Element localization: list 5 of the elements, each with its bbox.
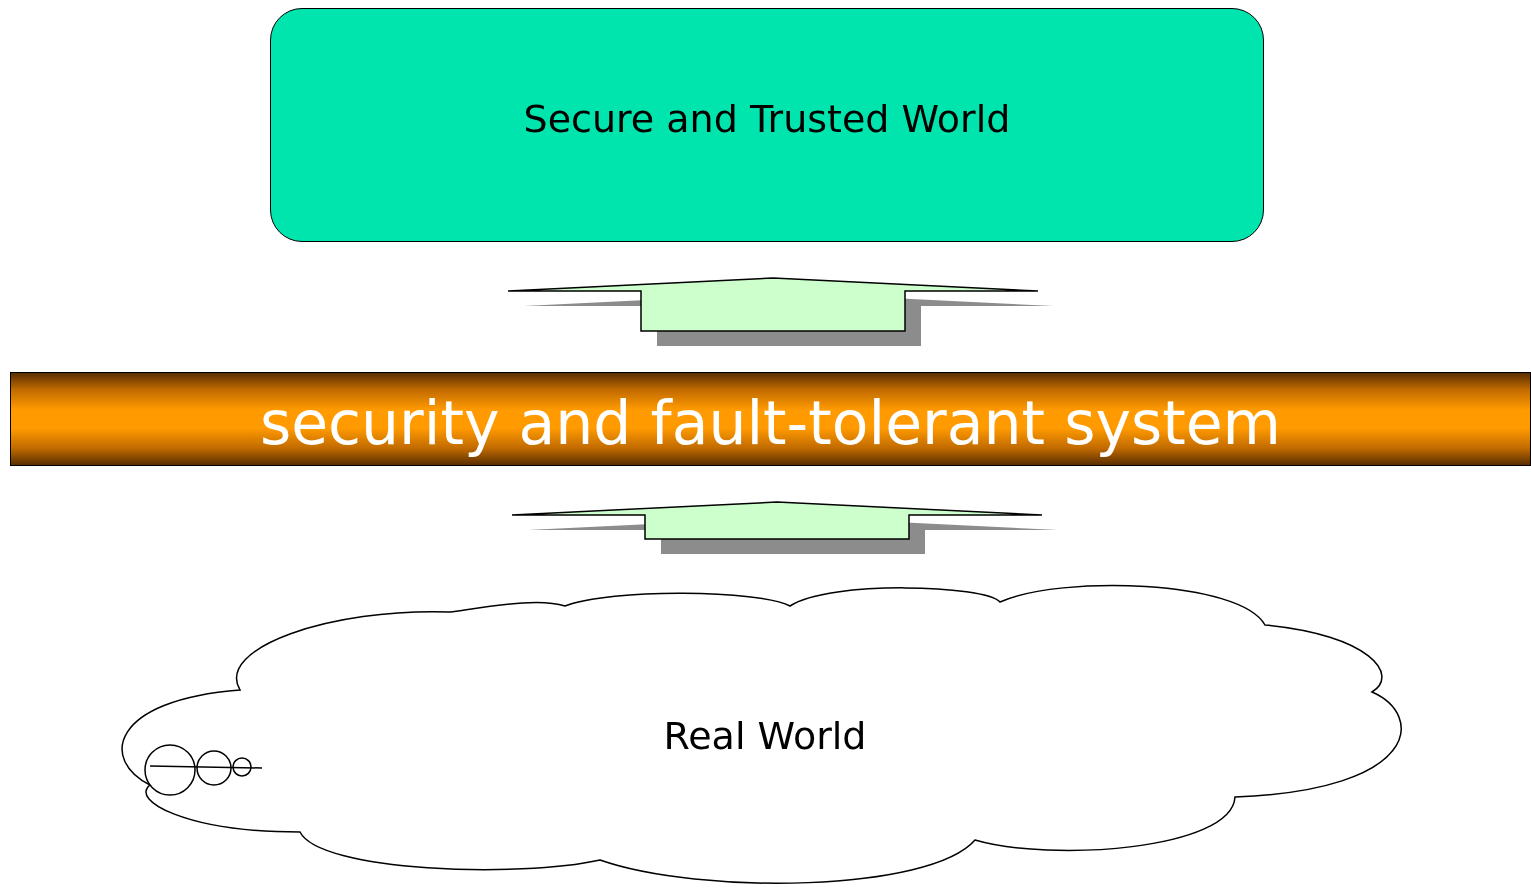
gradient-band <box>10 372 1531 466</box>
node-label: security and fault-tolerant system <box>259 388 1282 458</box>
node-label: Secure and Trusted World <box>523 97 1011 141</box>
rounded-box <box>270 8 1264 242</box>
node-label: Real World <box>663 713 867 758</box>
